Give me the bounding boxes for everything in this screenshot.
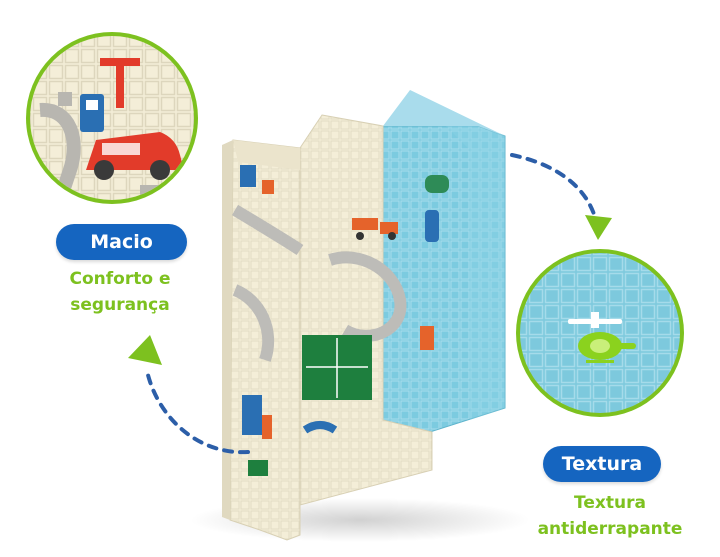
dashed-arrow-left: [128, 335, 250, 455]
zoom-circle-right: [516, 249, 684, 417]
macio-caption-line1: Conforto e: [69, 269, 171, 289]
mat-middle-panel: [299, 114, 434, 506]
textura-caption: Textura antiderrapante: [520, 490, 700, 542]
zoom-circle-left: [26, 32, 198, 204]
dashed-arrow-right: [510, 153, 612, 240]
macio-caption-line2: segurança: [70, 295, 170, 315]
macio-label: Macio: [56, 224, 187, 260]
mat-front-panel: [222, 139, 304, 541]
textura-caption-line1: Textura: [574, 493, 646, 513]
textura-label: Textura: [543, 446, 661, 482]
textura-caption-line2: antiderrapante: [537, 519, 683, 539]
mat-blue-panel: [382, 90, 506, 433]
macio-caption: Conforto e segurança: [30, 266, 210, 318]
